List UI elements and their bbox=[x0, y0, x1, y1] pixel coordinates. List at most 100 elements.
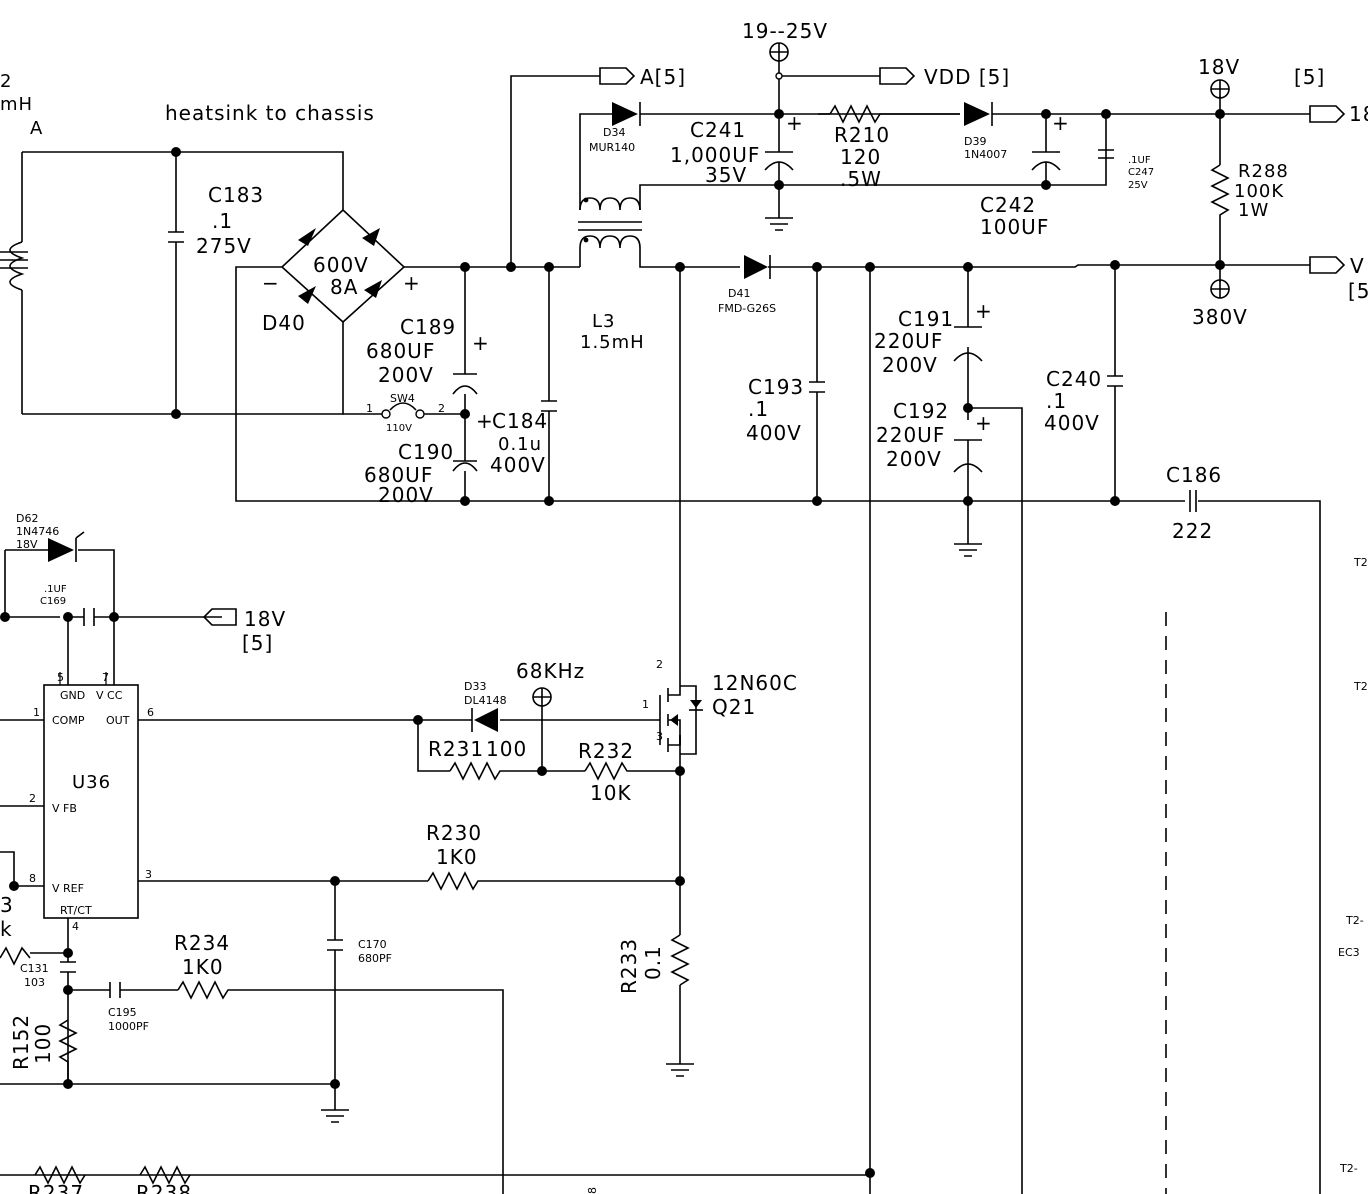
label-d62-voltage: 18V bbox=[16, 538, 38, 551]
label-d33-part: DL4148 bbox=[464, 694, 507, 707]
label-u36-pin2: 2 bbox=[29, 792, 36, 805]
label-18v-ref: [5] bbox=[242, 631, 273, 655]
resistor-r231 bbox=[449, 761, 510, 781]
label-plus-c191: + bbox=[975, 299, 993, 323]
labels: 19--25V A[5] VDD [5] 18V [5] 18 V [5 hea… bbox=[0, 19, 1368, 1194]
label-18v-control: 18V bbox=[244, 607, 286, 631]
label-r210-watt: .5W bbox=[840, 167, 882, 191]
label-c190: C190 bbox=[398, 440, 454, 464]
label-plus-c189: + bbox=[472, 331, 490, 355]
diode-d41 bbox=[744, 255, 771, 279]
zener-diode-d62 bbox=[48, 531, 85, 562]
label-c195-value: 1000PF bbox=[108, 1020, 149, 1033]
label-r231: R231 bbox=[428, 737, 484, 761]
label-vdd5: VDD [5] bbox=[924, 65, 1010, 89]
label-t2-c: T2- bbox=[1345, 914, 1364, 927]
label-u36-pin3: 3 bbox=[145, 868, 152, 881]
label-5-right: [5 bbox=[1348, 279, 1368, 303]
label-c195: C195 bbox=[108, 1006, 137, 1019]
label-r234-value: 1K0 bbox=[182, 955, 224, 979]
capacitor-c189 bbox=[452, 373, 478, 395]
label-sw4-pin2: 2 bbox=[438, 402, 445, 415]
label-r210: R210 bbox=[834, 123, 890, 147]
label-c183: C183 bbox=[208, 183, 264, 207]
label-c240: C240 bbox=[1046, 367, 1102, 391]
label-c190-value: 680UF bbox=[364, 463, 433, 487]
capacitor-c183 bbox=[168, 231, 184, 243]
label-r288-value: 100K bbox=[1234, 181, 1284, 202]
label-u36-rtct: RT/CT bbox=[60, 904, 92, 917]
label-plus-c190: + bbox=[476, 409, 494, 433]
label-c192: C192 bbox=[893, 399, 949, 423]
capacitor-c192 bbox=[953, 439, 983, 473]
label-d40: D40 bbox=[262, 311, 306, 335]
label-r210-value: 120 bbox=[840, 145, 881, 169]
label-d62-part: 1N4746 bbox=[16, 525, 59, 538]
label-c184-rating: 400V bbox=[490, 453, 546, 477]
label-d34-part: MUR140 bbox=[589, 141, 635, 154]
label-a: A bbox=[30, 118, 43, 139]
label-380v: 380V bbox=[1192, 305, 1248, 329]
resistor-r234 bbox=[177, 980, 232, 1000]
label-18-right: 18 bbox=[1349, 102, 1368, 126]
label-r288: R288 bbox=[1238, 161, 1289, 182]
junction-dots bbox=[0, 72, 1225, 1178]
label-c170: C170 bbox=[358, 938, 387, 951]
label-q21: Q21 bbox=[712, 695, 756, 719]
label-u36: U36 bbox=[72, 772, 111, 793]
label-d62: D62 bbox=[16, 512, 38, 525]
label-r231-value: 100 bbox=[486, 737, 527, 761]
resistor-r233 bbox=[670, 934, 690, 986]
label-l3: L3 bbox=[592, 311, 615, 332]
label-q21-source: 3 bbox=[656, 730, 663, 743]
label-c131: C131 bbox=[20, 962, 49, 975]
label-r232-value: 10K bbox=[590, 781, 632, 805]
label-c193-rating: 400V bbox=[746, 421, 802, 445]
label-sw4-pin1: 1 bbox=[366, 402, 373, 415]
label-c247-value: .1UF bbox=[1128, 155, 1151, 166]
capacitor-c195 bbox=[109, 982, 121, 998]
diode-d39 bbox=[964, 102, 993, 126]
wires bbox=[0, 60, 1321, 1194]
label-d34: D34 bbox=[603, 126, 625, 139]
label-d41: D41 bbox=[728, 287, 750, 300]
label-c192-value: 220UF bbox=[876, 423, 945, 447]
label-bridge-minus: − bbox=[262, 271, 280, 295]
label-d41-part: FMD-G26S bbox=[718, 302, 776, 315]
label-c191-rating: 200V bbox=[882, 353, 938, 377]
label-c189: C189 bbox=[400, 315, 456, 339]
label-c189-rating: 200V bbox=[378, 363, 434, 387]
label-r233: R233 bbox=[617, 938, 641, 994]
label-partial-3: 3 bbox=[0, 893, 14, 917]
label-r237: R237 bbox=[28, 1181, 84, 1194]
label-partial-k: k bbox=[0, 917, 13, 941]
label-u36-gnd: GND bbox=[60, 689, 85, 702]
switch-sw4 bbox=[381, 402, 425, 419]
label-u36-pin1: 1 bbox=[33, 706, 40, 719]
label-sw4-110v: 110V bbox=[386, 423, 412, 434]
label-c192-rating: 200V bbox=[886, 447, 942, 471]
label-d39-part: 1N4007 bbox=[964, 148, 1007, 161]
label-u36-pin5: 5 bbox=[57, 671, 64, 684]
label-r234: R234 bbox=[174, 931, 230, 955]
resistor-r288 bbox=[1210, 164, 1230, 225]
ic-u36 bbox=[43, 672, 139, 919]
resistor-r237 bbox=[34, 1165, 86, 1185]
label-u36-pin6: 6 bbox=[147, 706, 154, 719]
label-c247-rating: 25V bbox=[1128, 180, 1148, 191]
label-u36-vcc: V CC bbox=[96, 689, 123, 702]
label-c191: C191 bbox=[898, 307, 954, 331]
capacitor-c190 bbox=[452, 460, 478, 472]
diode-d34 bbox=[612, 102, 641, 126]
label-heatsink: heatsink to chassis bbox=[165, 101, 375, 125]
label-c191-value: 220UF bbox=[874, 329, 943, 353]
resistor-r230 bbox=[427, 871, 486, 891]
resistor-left-partial bbox=[0, 946, 31, 966]
label-c241-rating: 35V bbox=[705, 163, 747, 187]
label-u36-out: OUT bbox=[106, 714, 130, 727]
capacitor-c241 bbox=[764, 151, 794, 171]
label-r230-value: 1K0 bbox=[436, 845, 478, 869]
label-q21-gate: 1 bbox=[642, 698, 649, 711]
label-c183-value: .1 bbox=[212, 209, 233, 233]
